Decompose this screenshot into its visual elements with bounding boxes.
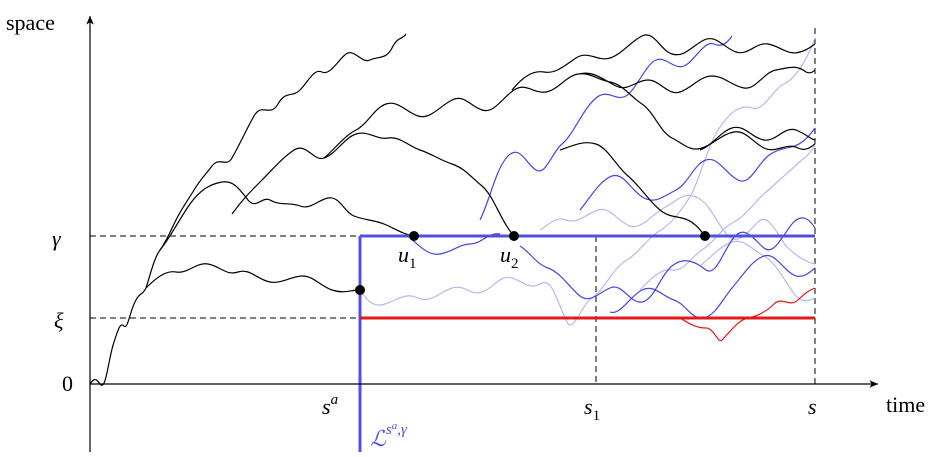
- point-u2: [509, 231, 519, 241]
- black-path-4: [231, 132, 515, 237]
- black-path-8: [559, 142, 707, 237]
- black-path-5: [323, 73, 816, 159]
- s1-label: s1: [584, 394, 600, 424]
- gamma-label: γ: [52, 226, 62, 251]
- black-paths: [89, 33, 816, 386]
- light-path-1: [359, 37, 816, 326]
- dashed-guides: [90, 28, 816, 384]
- origin-label: 0: [62, 371, 73, 396]
- black-path-7: [579, 66, 816, 94]
- blue-path-1: [479, 35, 733, 221]
- red-path: [679, 287, 816, 342]
- blue-paths: [409, 35, 816, 319]
- blue-path-2: [519, 217, 816, 303]
- black-path-3: [159, 181, 415, 251]
- blue-path-3: [409, 233, 501, 255]
- light-path-4: [699, 240, 816, 302]
- xi-label: ξ: [54, 308, 64, 333]
- u2-label: u2: [500, 242, 519, 272]
- sa-label: sa: [322, 392, 338, 419]
- y-axis-label: space: [6, 10, 55, 35]
- marked-points: [355, 231, 710, 295]
- s-label: s: [808, 394, 817, 419]
- point-u1: [409, 231, 419, 241]
- light-path-3: [639, 145, 816, 291]
- light-blue-paths: [359, 37, 816, 326]
- blue-path-5: [609, 254, 816, 319]
- region-label: ℒsa,γ: [370, 420, 408, 451]
- black-path-2: [145, 263, 361, 293]
- light-path-2: [539, 194, 816, 265]
- black-path-6: [511, 34, 816, 91]
- x-axis-label: time: [886, 392, 925, 417]
- black-path-9: [699, 126, 816, 151]
- u1-label: u1: [398, 242, 417, 272]
- point-last: [700, 231, 710, 241]
- point-start: [355, 285, 365, 295]
- black-path-1: [89, 33, 407, 386]
